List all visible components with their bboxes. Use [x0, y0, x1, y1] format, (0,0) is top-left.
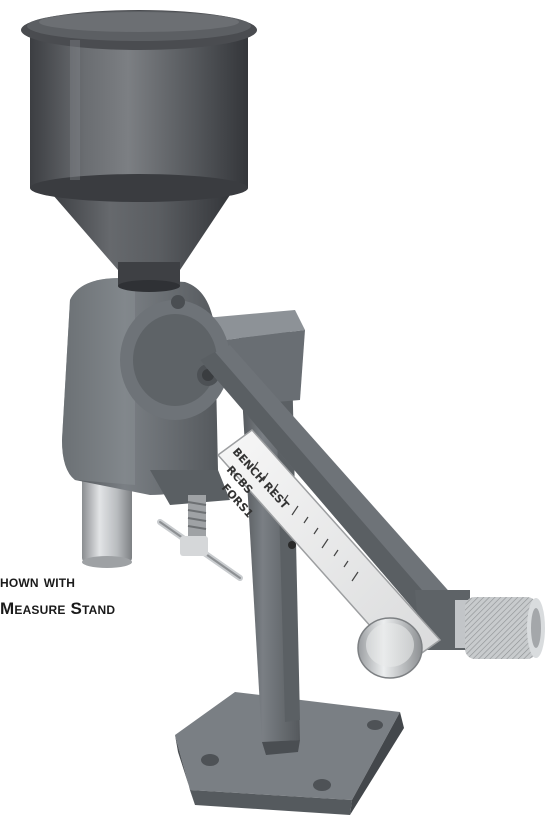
- caption-line-2: Measure Stand: [0, 599, 116, 618]
- scale-plate: BENCH REST RCBS FORS1: [216, 428, 442, 667]
- caption-line-1: hown with: [0, 572, 76, 591]
- measure-body: [62, 278, 230, 505]
- clamp-screw: [157, 495, 243, 581]
- adjustment-knob: [455, 597, 545, 659]
- lock-knob: [357, 617, 423, 679]
- hopper-funnel: [40, 180, 240, 292]
- powder-hopper: [21, 10, 257, 202]
- photo-caption: hown with Measure Stand: [0, 568, 115, 622]
- drop-tube: [82, 470, 132, 568]
